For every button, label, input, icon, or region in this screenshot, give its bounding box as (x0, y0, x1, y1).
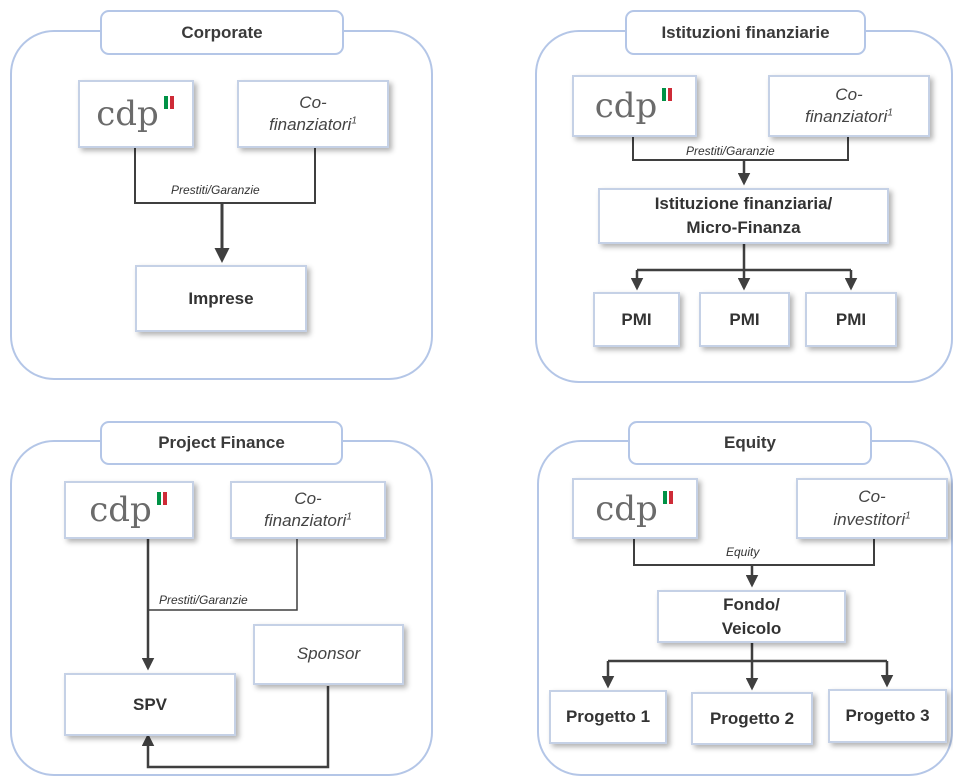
financial-recipient-1: PMI (593, 292, 680, 347)
cdp-logo: cdp (595, 86, 675, 126)
financial-title: Istituzioni finanziarie (625, 10, 866, 55)
project-finance-title: Project Finance (100, 421, 343, 465)
cdp-logo: cdp (89, 490, 169, 530)
corporate-cdp-logo-box: cdp (78, 80, 194, 148)
pf-edge-label: Prestiti/Garanzie (159, 593, 248, 607)
financial-recipient-2: PMI (699, 292, 790, 347)
corporate-edge-label: Prestiti/Garanzie (171, 183, 260, 197)
pf-cofinanciers-box: Co-finanziatori1 (230, 481, 386, 539)
cdp-logo: cdp (96, 94, 176, 134)
equity-vehicle-box: Fondo/Veicolo (657, 590, 846, 643)
equity-title: Equity (628, 421, 872, 465)
equity-project-2: Progetto 2 (691, 692, 813, 745)
italian-flag-icon (163, 96, 176, 109)
equity-coinvestors-box: Co-investitori1 (796, 478, 948, 539)
pf-sponsor-box: Sponsor (253, 624, 404, 685)
corporate-target-box: Imprese (135, 265, 307, 332)
pf-target-box: SPV (64, 673, 236, 736)
cdp-logo: cdp (595, 489, 675, 529)
italian-flag-icon (662, 88, 674, 101)
financial-recipient-3: PMI (805, 292, 897, 347)
equity-cdp-logo-box: cdp (572, 478, 698, 539)
financial-cdp-logo-box: cdp (572, 75, 697, 137)
equity-project-3: Progetto 3 (828, 689, 947, 743)
pf-cdp-logo-box: cdp (64, 481, 194, 539)
italian-flag-icon (662, 490, 675, 504)
financial-intermediary-box: Istituzione finanziaria/Micro-Finanza (598, 188, 889, 244)
italian-flag-icon (156, 492, 169, 505)
financial-cofinanciers-box: Co-finanziatori1 (768, 75, 930, 137)
equity-edge-label: Equity (726, 545, 760, 559)
equity-project-1: Progetto 1 (549, 690, 667, 744)
corporate-cofinanciers-box: Co-finanziatori1 (237, 80, 389, 148)
financial-edge-label: Prestiti/Garanzie (686, 144, 775, 158)
corporate-title: Corporate (100, 10, 344, 55)
